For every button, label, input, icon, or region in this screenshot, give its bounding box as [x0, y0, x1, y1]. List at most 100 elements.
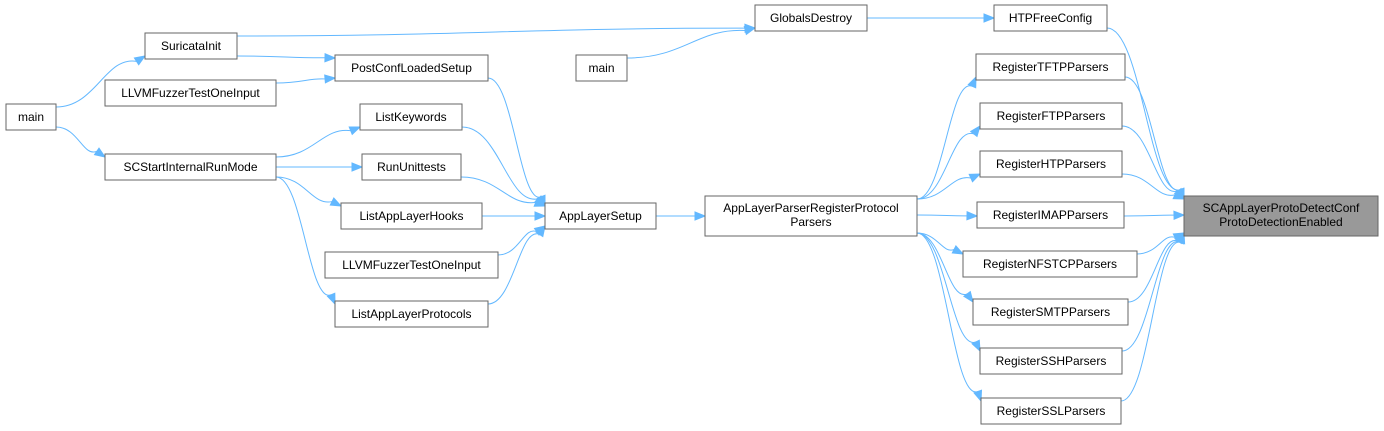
edge-line	[497, 230, 537, 256]
edge-listapplayerhooks-to-applayersetup	[481, 211, 547, 221]
edge-applayerparserregister-to-registerssl	[916, 232, 983, 403]
arrow-head-icon	[348, 126, 362, 136]
arrow-head-icon	[329, 197, 343, 207]
edge-line	[236, 55, 326, 59]
arrow-head-icon	[535, 224, 546, 238]
node-scapplayerprotodetectconfprotodetectionenabled[interactable]: SCAppLayerProtoDetectConf ProtoDetection…	[1183, 195, 1379, 237]
edge-registerssl-to-target	[1120, 231, 1186, 402]
node-globalsdestroy[interactable]: GlobalsDestroy	[754, 4, 868, 32]
node-applayerparserregisterprotocolparsers[interactable]: AppLayerParserRegisterProtocol Parsers	[704, 195, 918, 237]
node-registerimapparsers[interactable]: RegisterIMAPParsers	[976, 201, 1125, 229]
arrow-head-icon	[533, 197, 547, 207]
edge-listkeywords-to-applayersetup	[461, 126, 546, 207]
arrow-head-icon	[133, 55, 147, 66]
node-label: RegisterNFSTCPParsers	[983, 257, 1117, 271]
edge-line	[1121, 125, 1179, 192]
arrow-head-icon	[973, 389, 983, 403]
node-llvmfuzzertestoneinput-bottom[interactable]: LLVMFuzzerTestOneInput	[324, 251, 499, 279]
edge-llvmfuzzer_b-to-applayersetup	[497, 225, 547, 256]
arrow-head-icon	[1173, 210, 1186, 220]
arrow-head-icon	[969, 124, 981, 138]
node-registerftpparsers[interactable]: RegisterFTPParsers	[979, 102, 1123, 130]
edge-line	[275, 176, 332, 296]
arrow-head-icon	[324, 74, 337, 84]
edge-line	[236, 27, 746, 37]
node-label: RegisterFTPParsers	[997, 109, 1106, 123]
node-label: ListAppLayerProtocols	[351, 307, 471, 321]
node-registersshparsers[interactable]: RegisterSSHParsers	[979, 347, 1123, 375]
nodes-layer: SCAppLayerProtoDetectConf ProtoDetection…	[5, 4, 1379, 425]
arrow-head-icon	[983, 13, 996, 23]
edge-main_b-to-globalsdestroy	[626, 26, 757, 59]
edge-scstartinternalrunmode-to-listapplayerprotocols	[275, 176, 336, 306]
arrow-head-icon	[743, 26, 757, 36]
node-label: RegisterHTPParsers	[996, 157, 1106, 171]
edge-line	[1123, 214, 1175, 217]
node-label: HTPFreeConfig	[1009, 11, 1092, 25]
node-applayersetup[interactable]: AppLayerSetup	[544, 202, 657, 230]
edge-registernfstcp-to-target	[1136, 232, 1186, 255]
node-llvmfuzzertestoneinput-top[interactable]: LLVMFuzzerTestOneInput	[104, 79, 277, 107]
node-registersslparsers[interactable]: RegisterSSLParsers	[980, 397, 1122, 425]
edge-scstartinternalrunmode-to-rununittests	[276, 162, 364, 172]
edge-line	[1136, 236, 1176, 255]
node-listapplayerhooks[interactable]: ListAppLayerHooks	[340, 202, 483, 230]
node-registerhtpparsers[interactable]: RegisterHTPParsers	[979, 150, 1123, 178]
node-main-center[interactable]: main	[575, 54, 628, 82]
node-label: RunUnittests	[377, 160, 446, 174]
edge-globalsdestroy-to-htpfreeconfig	[867, 13, 996, 23]
node-registernfstcpparsers[interactable]: RegisterNFSTCPParsers	[962, 250, 1138, 278]
edge-applayerparserregister-to-registerssh	[916, 232, 981, 353]
edge-line	[916, 133, 975, 200]
edge-applayerparserregister-to-registertftp	[916, 75, 977, 200]
edges-layer	[55, 13, 1186, 403]
node-postconfloadedsetup[interactable]: PostConfLoadedSetup	[334, 54, 489, 82]
edge-line	[275, 176, 333, 203]
edge-suricatainit-to-postconfloadedsetup	[236, 53, 337, 63]
edge-line	[916, 177, 971, 200]
edge-line	[1124, 76, 1181, 191]
arrow-head-icon	[351, 162, 364, 172]
arrow-head-icon	[694, 211, 707, 221]
node-label: RegisterSMTPParsers	[991, 305, 1110, 319]
edge-rununittests-to-applayersetup	[460, 176, 547, 207]
edge-line	[626, 30, 746, 59]
node-suricatainit[interactable]: SuricataInit	[144, 32, 238, 60]
node-label: GlobalsDestroy	[770, 11, 852, 25]
edge-applayerparserregister-to-registerftp	[916, 124, 981, 200]
node-registersmtpparsers[interactable]: RegisterSMTPParsers	[972, 298, 1129, 326]
node-main-left[interactable]: main	[5, 103, 57, 131]
node-label: main	[18, 110, 44, 124]
node-listapplayerprotocols[interactable]: ListAppLayerProtocols	[334, 300, 489, 328]
edge-registerftp-to-target	[1121, 125, 1185, 201]
edge-applayerparserregister-to-registerhtp	[916, 173, 982, 200]
arrow-head-icon	[534, 211, 547, 221]
edge-line	[275, 130, 351, 158]
edge-line	[461, 126, 539, 200]
edge-line	[916, 232, 976, 343]
edge-main_a-to-suricatainit	[55, 55, 147, 108]
node-rununittests[interactable]: RunUnittests	[361, 153, 462, 181]
arrow-head-icon	[951, 245, 965, 255]
edge-line	[916, 232, 978, 393]
edge-registertftp-to-target	[1124, 76, 1185, 201]
arrow-head-icon	[324, 53, 337, 63]
arrow-head-icon	[968, 173, 982, 183]
edge-registerimap-to-target	[1123, 210, 1186, 220]
edge-line	[1127, 240, 1179, 303]
arrow-head-icon	[326, 292, 336, 306]
edge-scstartinternalrunmode-to-listapplayerhooks	[275, 176, 343, 207]
node-label-line: SCAppLayerProtoDetectConf	[1203, 201, 1360, 215]
node-label: SuricataInit	[161, 39, 222, 53]
node-label: SCStartInternalRunMode	[123, 160, 257, 174]
node-registertftpparsers[interactable]: RegisterTFTPParsers	[975, 53, 1126, 81]
edge-line	[55, 126, 97, 153]
node-label: ListAppLayerHooks	[359, 209, 463, 223]
node-listkeywords[interactable]: ListKeywords	[359, 103, 463, 131]
arrow-head-icon	[93, 147, 107, 158]
node-scstartinternalrunmode[interactable]: SCStartInternalRunMode	[104, 153, 277, 181]
edge-line	[1106, 27, 1181, 191]
arrow-head-icon	[963, 290, 974, 304]
node-htpfreeconfig[interactable]: HTPFreeConfig	[993, 4, 1108, 32]
